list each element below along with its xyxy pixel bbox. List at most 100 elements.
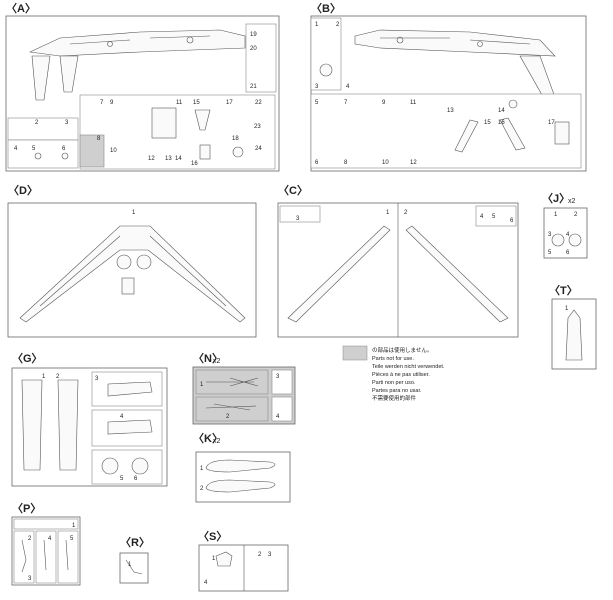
- svg-text:5: 5: [315, 100, 319, 106]
- svg-text:2: 2: [574, 212, 578, 218]
- sprue-c-wing-right: [405, 225, 509, 323]
- svg-text:24: 24: [255, 146, 262, 152]
- svg-text:17: 17: [226, 100, 233, 106]
- svg-text:不需要使用的部件: 不需要使用的部件: [372, 394, 417, 402]
- svg-text:14: 14: [175, 156, 182, 162]
- svg-text:1: 1: [565, 306, 569, 312]
- sprue-j-label: 〈J〉: [542, 192, 570, 205]
- sprue-r-frame: [119, 552, 149, 584]
- sprue-a-fuselage: [28, 29, 246, 101]
- svg-text:5: 5: [492, 214, 496, 220]
- svg-text:2: 2: [258, 552, 262, 558]
- svg-text:2: 2: [56, 374, 60, 380]
- svg-text:6: 6: [566, 250, 570, 256]
- svg-text:2: 2: [35, 120, 39, 126]
- sprue-j-frame: [543, 207, 588, 259]
- svg-text:20: 20: [250, 46, 257, 52]
- svg-text:9: 9: [382, 100, 386, 106]
- svg-text:1: 1: [42, 374, 46, 380]
- sprue-k-label: 〈K〉: [193, 432, 223, 445]
- sprue-b-strut-15: [454, 119, 479, 153]
- svg-text:4: 4: [480, 214, 484, 220]
- sprue-a-label: 〈A〉: [6, 2, 36, 15]
- sprue-g-label: 〈G〉: [12, 352, 43, 365]
- svg-text:11: 11: [410, 100, 417, 106]
- sprue-b-fuselage: [354, 29, 557, 103]
- svg-text:Partes para no usar.: Partes para no usar.: [372, 388, 422, 394]
- sprue-a-seat: [151, 107, 177, 139]
- sprue-b-side-panel: [310, 17, 342, 91]
- svg-text:17: 17: [548, 120, 555, 126]
- svg-text:x2: x2: [213, 438, 221, 445]
- svg-text:19: 19: [250, 32, 257, 38]
- sprue-a-wheel: [232, 146, 244, 158]
- svg-text:14: 14: [498, 108, 505, 114]
- svg-text:13: 13: [447, 108, 454, 114]
- sprue-b-lower-panel: [310, 93, 582, 169]
- svg-text:5: 5: [70, 536, 74, 542]
- sprue-a-nozzle: [194, 109, 211, 131]
- svg-text:1: 1: [386, 210, 390, 216]
- svg-text:15: 15: [193, 100, 200, 106]
- svg-text:12: 12: [148, 156, 155, 162]
- svg-text:4: 4: [346, 84, 350, 90]
- sprue-r-label: 〈R〉: [120, 536, 150, 549]
- svg-text:1: 1: [132, 210, 136, 216]
- svg-text:6: 6: [62, 146, 66, 152]
- sprue-k-tank-2: [205, 479, 276, 493]
- sprue-n-panel-4: [271, 396, 293, 422]
- svg-text:2: 2: [28, 536, 32, 542]
- svg-text:2: 2: [404, 210, 408, 216]
- svg-text:1: 1: [200, 382, 204, 388]
- sprue-b-panel-17: [554, 121, 570, 145]
- svg-text:9: 9: [110, 100, 114, 106]
- sprue-s-label: 〈S〉: [198, 530, 227, 543]
- sprue-n-rail: [205, 403, 257, 411]
- sprue-n-missile: [206, 377, 259, 387]
- svg-text:13: 13: [165, 156, 172, 162]
- sprue-c-wing-left: [287, 225, 391, 323]
- svg-text:12: 12: [410, 160, 417, 166]
- svg-text:3: 3: [268, 552, 272, 558]
- svg-text:3: 3: [28, 576, 32, 582]
- svg-text:1: 1: [212, 556, 216, 562]
- svg-text:4: 4: [120, 414, 124, 420]
- svg-text:Pièces à ne pas utiliser.: Pièces à ne pas utiliser.: [372, 372, 430, 378]
- svg-text:18: 18: [232, 136, 239, 142]
- sprue-t-label: 〈T〉: [549, 284, 578, 297]
- sprue-g-disc-5: [101, 457, 119, 475]
- sprue-s-seat-head: [215, 551, 233, 567]
- svg-text:1: 1: [200, 466, 204, 472]
- svg-text:の部品は使用しません。: の部品は使用しません。: [372, 346, 432, 354]
- svg-text:11: 11: [176, 100, 183, 106]
- svg-text:4: 4: [48, 536, 52, 542]
- svg-text:Teile werden nicht verwendet.: Teile werden nicht verwendet.: [372, 364, 445, 370]
- svg-text:1: 1: [315, 22, 319, 28]
- svg-text:Parts not for use.: Parts not for use.: [372, 356, 414, 362]
- sprue-t-canopy: [565, 309, 583, 361]
- sprue-n-label: 〈N〉: [193, 352, 223, 365]
- svg-text:x2: x2: [568, 198, 576, 205]
- svg-text:15: 15: [484, 120, 491, 126]
- sprue-j-wheel-1: [551, 233, 565, 247]
- svg-text:x2: x2: [213, 358, 221, 365]
- sprue-p-label: 〈P〉: [12, 502, 41, 515]
- svg-text:10: 10: [110, 148, 117, 154]
- svg-text:1: 1: [128, 562, 132, 568]
- sprue-d-label: 〈D〉: [8, 184, 38, 197]
- svg-text:Parti non per uso.: Parti non per uso.: [372, 380, 416, 386]
- sprue-j-wheel-2: [568, 233, 582, 247]
- sprue-b-disc-14: [508, 99, 518, 109]
- sprue-a-panel-16: [199, 144, 211, 160]
- sprue-g-part-2: [57, 379, 79, 471]
- sprue-a-side-panel: [245, 23, 277, 93]
- svg-text:3: 3: [65, 120, 69, 126]
- sprue-p-struts: [21, 539, 69, 573]
- svg-text:4: 4: [14, 146, 18, 152]
- svg-text:22: 22: [255, 100, 262, 106]
- legend-swatch: [342, 345, 368, 361]
- svg-text:4: 4: [276, 414, 280, 420]
- svg-text:21: 21: [250, 84, 257, 90]
- sprue-c-label: 〈C〉: [278, 184, 308, 197]
- sprue-k-frame: [195, 451, 291, 503]
